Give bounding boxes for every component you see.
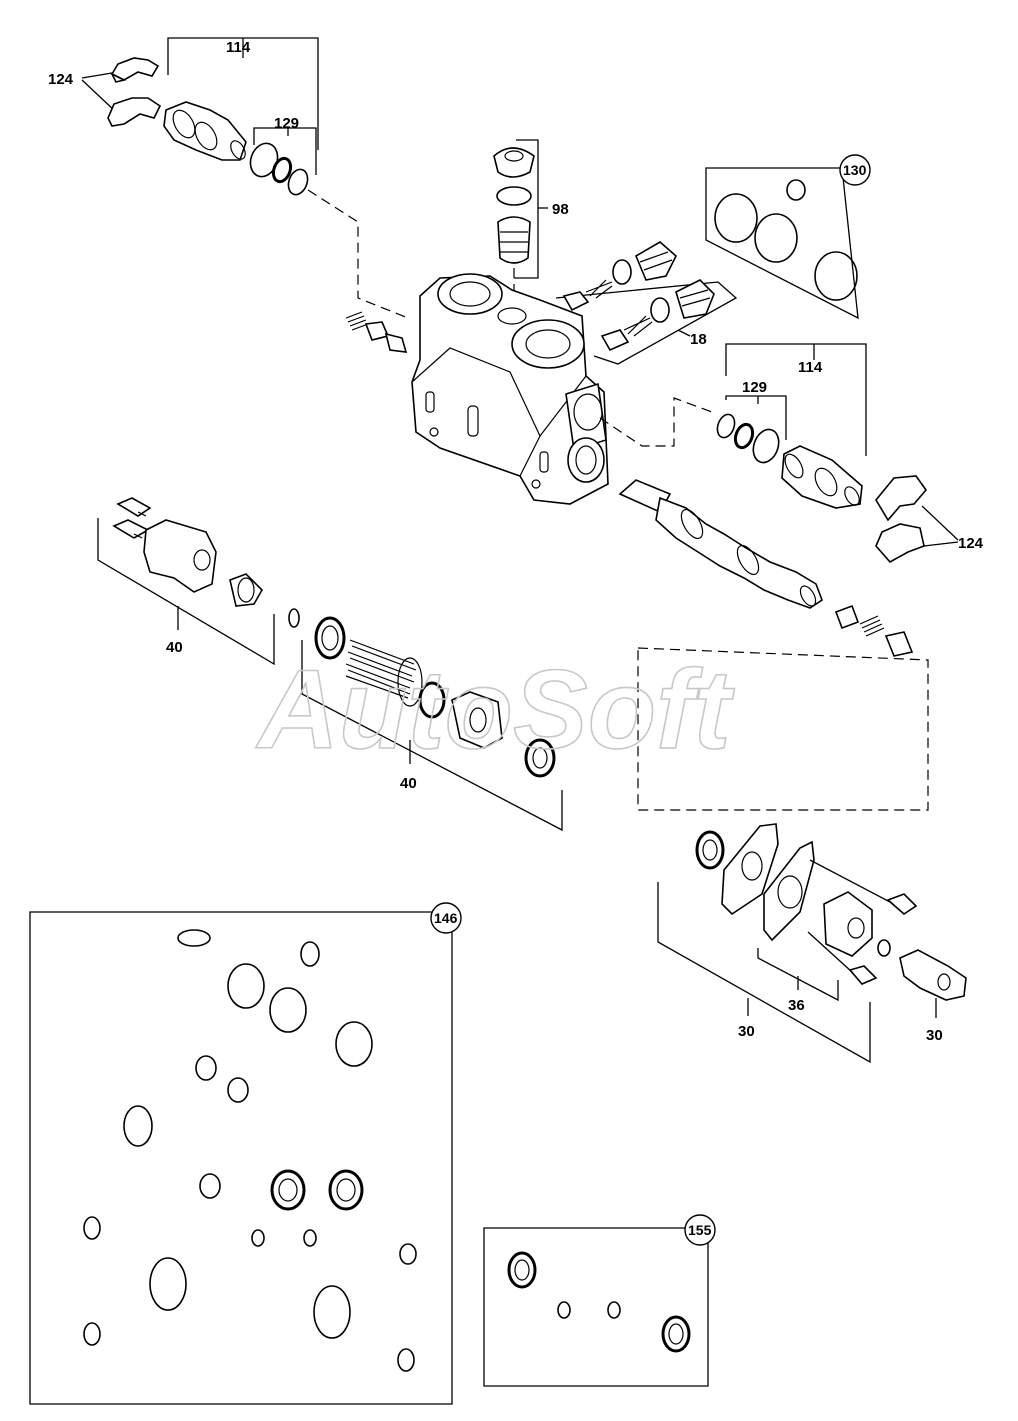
clamp-half-lower	[107, 97, 162, 127]
callout-130-badge: 130	[839, 154, 871, 186]
callout-30-right: 30	[926, 1027, 943, 1044]
plug-assembly-98	[493, 139, 548, 310]
relief-valve-assembly-top	[81, 37, 409, 319]
callout-30-left: 30	[738, 1023, 755, 1040]
seal-kit-146	[29, 911, 453, 1405]
seal-kit-155	[483, 1227, 709, 1387]
spring-cap-assembly-40-left	[97, 497, 300, 666]
relief-valve-assembly-right	[599, 343, 959, 564]
callout-40-mid: 40	[400, 775, 417, 792]
watermark: AutoSoft	[255, 647, 735, 772]
seal-kit-130	[705, 167, 859, 320]
callout-146: 146	[434, 910, 458, 926]
callout-129-right: 129	[742, 379, 767, 396]
callout-98: 98	[552, 201, 569, 218]
callout-40-left: 40	[166, 639, 183, 656]
callout-155: 155	[688, 1222, 712, 1238]
callout-124-top: 124	[48, 71, 74, 88]
callout-36: 36	[788, 997, 805, 1014]
relief-valve-cartridge	[163, 101, 247, 161]
callout-114-top: 114	[226, 39, 251, 56]
callout-129-top: 129	[274, 115, 299, 132]
callout-146-badge: 146	[430, 902, 462, 934]
spool-cap-assembly-30	[657, 823, 967, 1064]
callout-130: 130	[843, 162, 867, 178]
callout-155-badge: 155	[684, 1214, 716, 1246]
main-spool	[618, 479, 929, 811]
backup-ring-129	[271, 156, 293, 184]
spring-cap-assembly-40-mid	[301, 616, 563, 832]
check-valve-assembly-18	[555, 241, 738, 365]
callout-18: 18	[690, 331, 707, 348]
valve-body	[411, 273, 609, 505]
callout-124-right: 124	[958, 535, 984, 552]
o-ring-129b	[287, 168, 309, 196]
callout-114-right: 114	[798, 359, 823, 376]
clamp-half-upper	[110, 57, 160, 83]
spring-poppet-left	[345, 311, 408, 353]
